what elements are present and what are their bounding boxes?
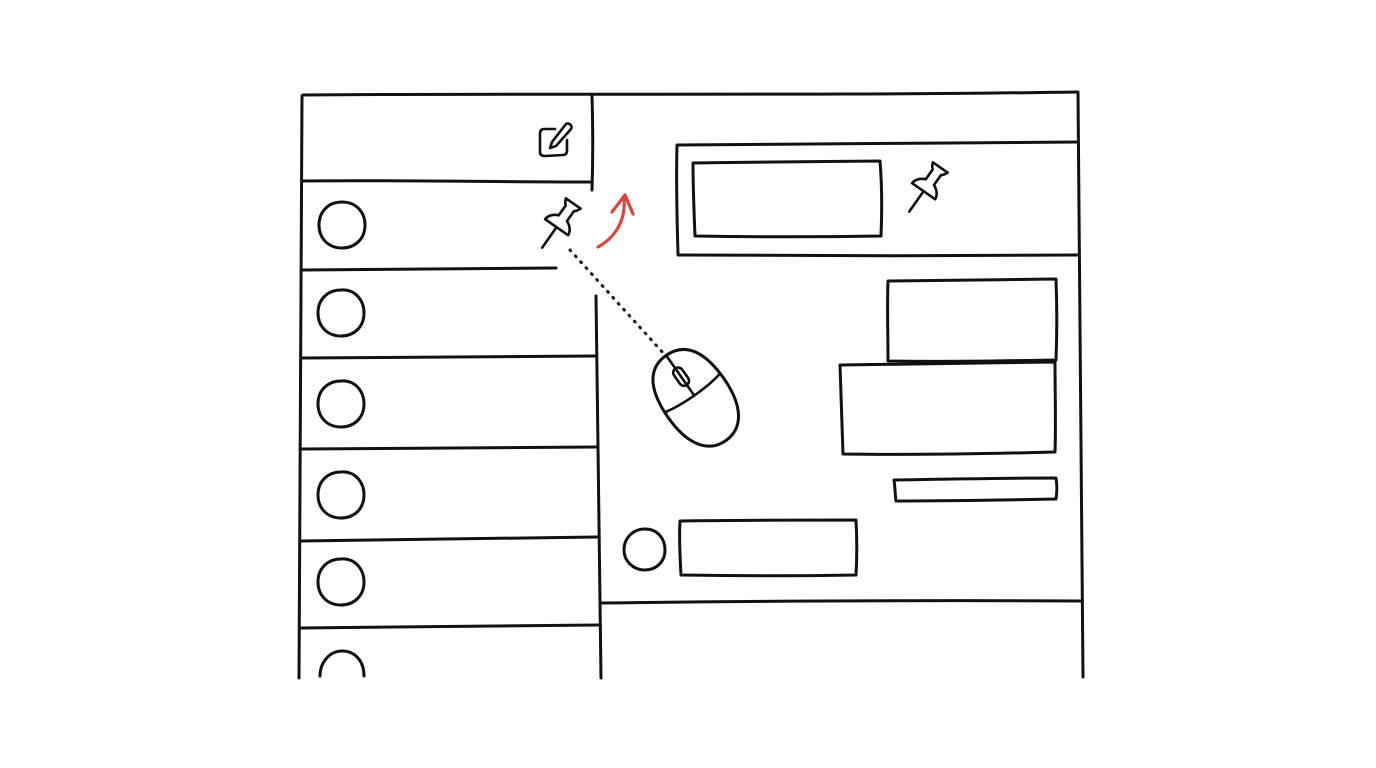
avatar: [622, 527, 667, 572]
banner-top-edge: [675, 140, 1080, 147]
chat-pane: [599, 140, 1084, 605]
message-bubble-right-1[interactable]: [886, 277, 1059, 363]
sidebar-divider-lower: [594, 294, 603, 680]
sidebar-item-3[interactable]: [316, 379, 366, 429]
window-right-edge: [1076, 91, 1085, 679]
compose-icon[interactable]: [538, 122, 573, 158]
window-top-edge: [301, 90, 1080, 97]
sidebar-item-6[interactable]: [318, 649, 366, 678]
dotted-drag-path: [568, 248, 667, 357]
avatar: [316, 557, 366, 607]
pinned-message-banner[interactable]: [675, 140, 1080, 258]
sidebar-item-5[interactable]: [316, 557, 366, 607]
message-timestamp-bar: [892, 476, 1059, 503]
sidebar-separator-5: [298, 623, 601, 630]
avatar: [316, 288, 366, 338]
avatar: [318, 649, 366, 678]
sidebar-item-1[interactable]: [317, 195, 585, 255]
mouse-icon: [651, 348, 740, 448]
sidebar-header-separator: [300, 179, 592, 184]
pushpin-icon: [907, 160, 949, 213]
sidebar-separator-2: [299, 354, 598, 360]
sidebar-separator-4: [298, 535, 599, 543]
message-bubble-right-2[interactable]: [838, 360, 1057, 456]
sidebar-separator-1: [300, 266, 558, 272]
arrow-head: [610, 193, 635, 216]
sidebar-row-separators: [298, 179, 601, 630]
pushpin-icon[interactable]: [531, 195, 585, 255]
banner-bottom-edge: [676, 253, 1080, 258]
sidebar-separator-3: [298, 445, 598, 451]
drag-gesture: [568, 193, 740, 448]
message-bubble-left-1[interactable]: [622, 518, 859, 578]
pinned-message-preview: [691, 159, 884, 239]
sidebar-item-2[interactable]: [316, 288, 366, 338]
sidebar: [298, 94, 603, 680]
sidebar-divider-upper: [590, 94, 595, 192]
arrow-shaft: [596, 196, 626, 249]
sidebar-item-4[interactable]: [316, 470, 366, 520]
banner-left-edge: [675, 144, 680, 256]
avatar: [317, 200, 367, 250]
curved-up-arrow-icon: [596, 193, 635, 249]
avatar: [316, 379, 366, 429]
message-bubble: [678, 518, 859, 578]
composer-separator: [599, 599, 1084, 605]
window-left-edge: [297, 94, 304, 680]
avatar: [316, 470, 366, 520]
